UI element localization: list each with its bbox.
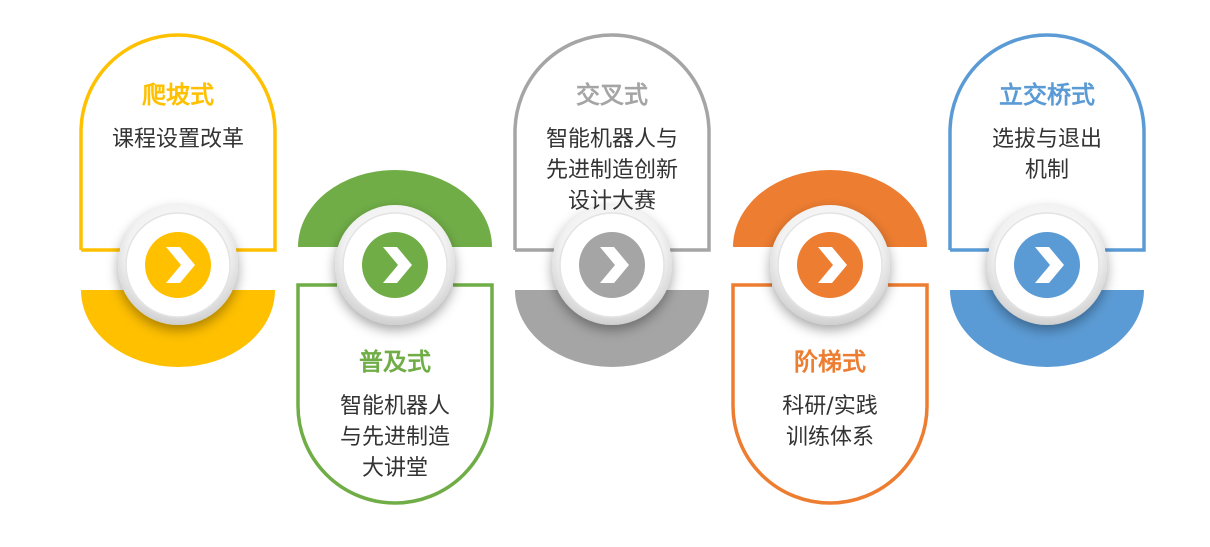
stage-4-description-line: 科研/实践 [782,394,878,419]
stage-5-title: 立交桥式 [999,81,1095,109]
stage-4-title: 阶梯式 [794,348,866,376]
stage-1-half-disc [81,290,275,367]
stage-2-description-line: 与先进制造 [339,425,450,450]
stage-2-description-line: 大讲堂 [361,456,428,481]
stage-1-outline [79,33,277,252]
stage-4-outline [731,283,929,505]
stage-3-outline [513,33,711,252]
stage-5-label: 立交桥式选拔与退出机制 [957,78,1137,186]
stage-2-chevron-right-icon [335,205,455,325]
stage-3-title: 交叉式 [576,81,648,109]
stage-1-description-line: 课程设置改革 [111,127,244,152]
stage-1-chevron-right-icon [118,205,238,325]
stage-1-label: 爬坡式课程设置改革 [88,78,268,155]
stage-4-label: 阶梯式科研/实践训练体系 [740,345,920,453]
stage-1-title: 爬坡式 [142,81,214,109]
stage-5-half-disc [950,290,1144,367]
stage-3-chevron-right-icon [552,205,672,325]
stage-5-outline [948,33,1146,252]
stage-2-title: 普及式 [359,348,431,376]
stage-3-description-line: 先进制造创新 [545,158,678,183]
stage-5-description-line: 机制 [1024,158,1069,183]
stage-2-description-line: 智能机器人 [339,394,450,419]
stage-5-chevron-right-icon [987,205,1107,325]
stage-4-chevron-right-icon [770,205,890,325]
stage-2-outline [296,283,494,505]
stage-3-description-line: 设计大赛 [567,189,656,214]
stage-3-label: 交叉式智能机器人与先进制造创新设计大赛 [522,78,702,217]
stage-2-label: 普及式智能机器人与先进制造大讲堂 [305,345,485,484]
stage-3-half-disc [515,290,709,367]
stage-3-description-line: 智能机器人与 [545,127,678,152]
stage-4-description-line: 训练体系 [785,425,874,450]
stage-5-description-line: 选拔与退出 [991,127,1102,152]
